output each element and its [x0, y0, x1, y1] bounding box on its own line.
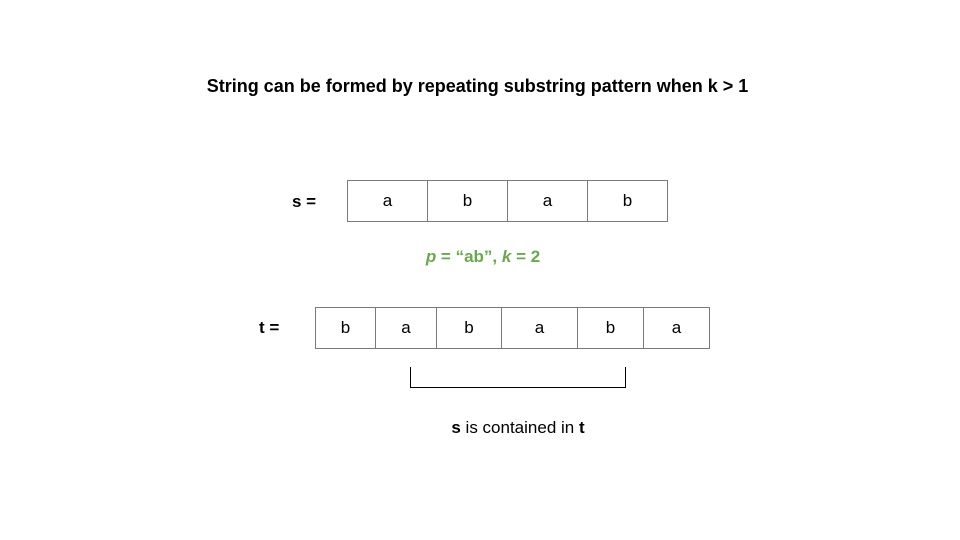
s-cell: b: [428, 181, 508, 221]
caption: s is contained in t: [0, 418, 960, 438]
p-variable: p: [425, 247, 437, 266]
s-cell: b: [588, 181, 668, 221]
caption-middle: is contained in: [460, 418, 579, 437]
s-cells: a b a b: [347, 180, 668, 222]
s-cell: a: [348, 181, 428, 221]
containment-bracket: [410, 367, 626, 388]
t-cells: b a b a b a: [315, 307, 710, 349]
t-cell: b: [437, 308, 502, 348]
t-cell: b: [316, 308, 376, 348]
caption-s: s: [451, 418, 461, 437]
pattern-eq1: = “ab”,: [436, 247, 502, 266]
s-cell: a: [508, 181, 588, 221]
t-cell: a: [644, 308, 710, 348]
k-variable: k: [501, 247, 512, 266]
pattern-eq2: = 2: [511, 247, 541, 266]
caption-t: t: [578, 418, 585, 437]
pattern-label: p = “ab”, k = 2: [0, 247, 960, 267]
t-cell: b: [578, 308, 644, 348]
t-label: t =: [259, 318, 280, 337]
t-cell: a: [376, 308, 437, 348]
s-label: s =: [292, 192, 317, 211]
diagram-title: String can be formed by repeating substr…: [206, 76, 749, 96]
t-cell: a: [502, 308, 578, 348]
